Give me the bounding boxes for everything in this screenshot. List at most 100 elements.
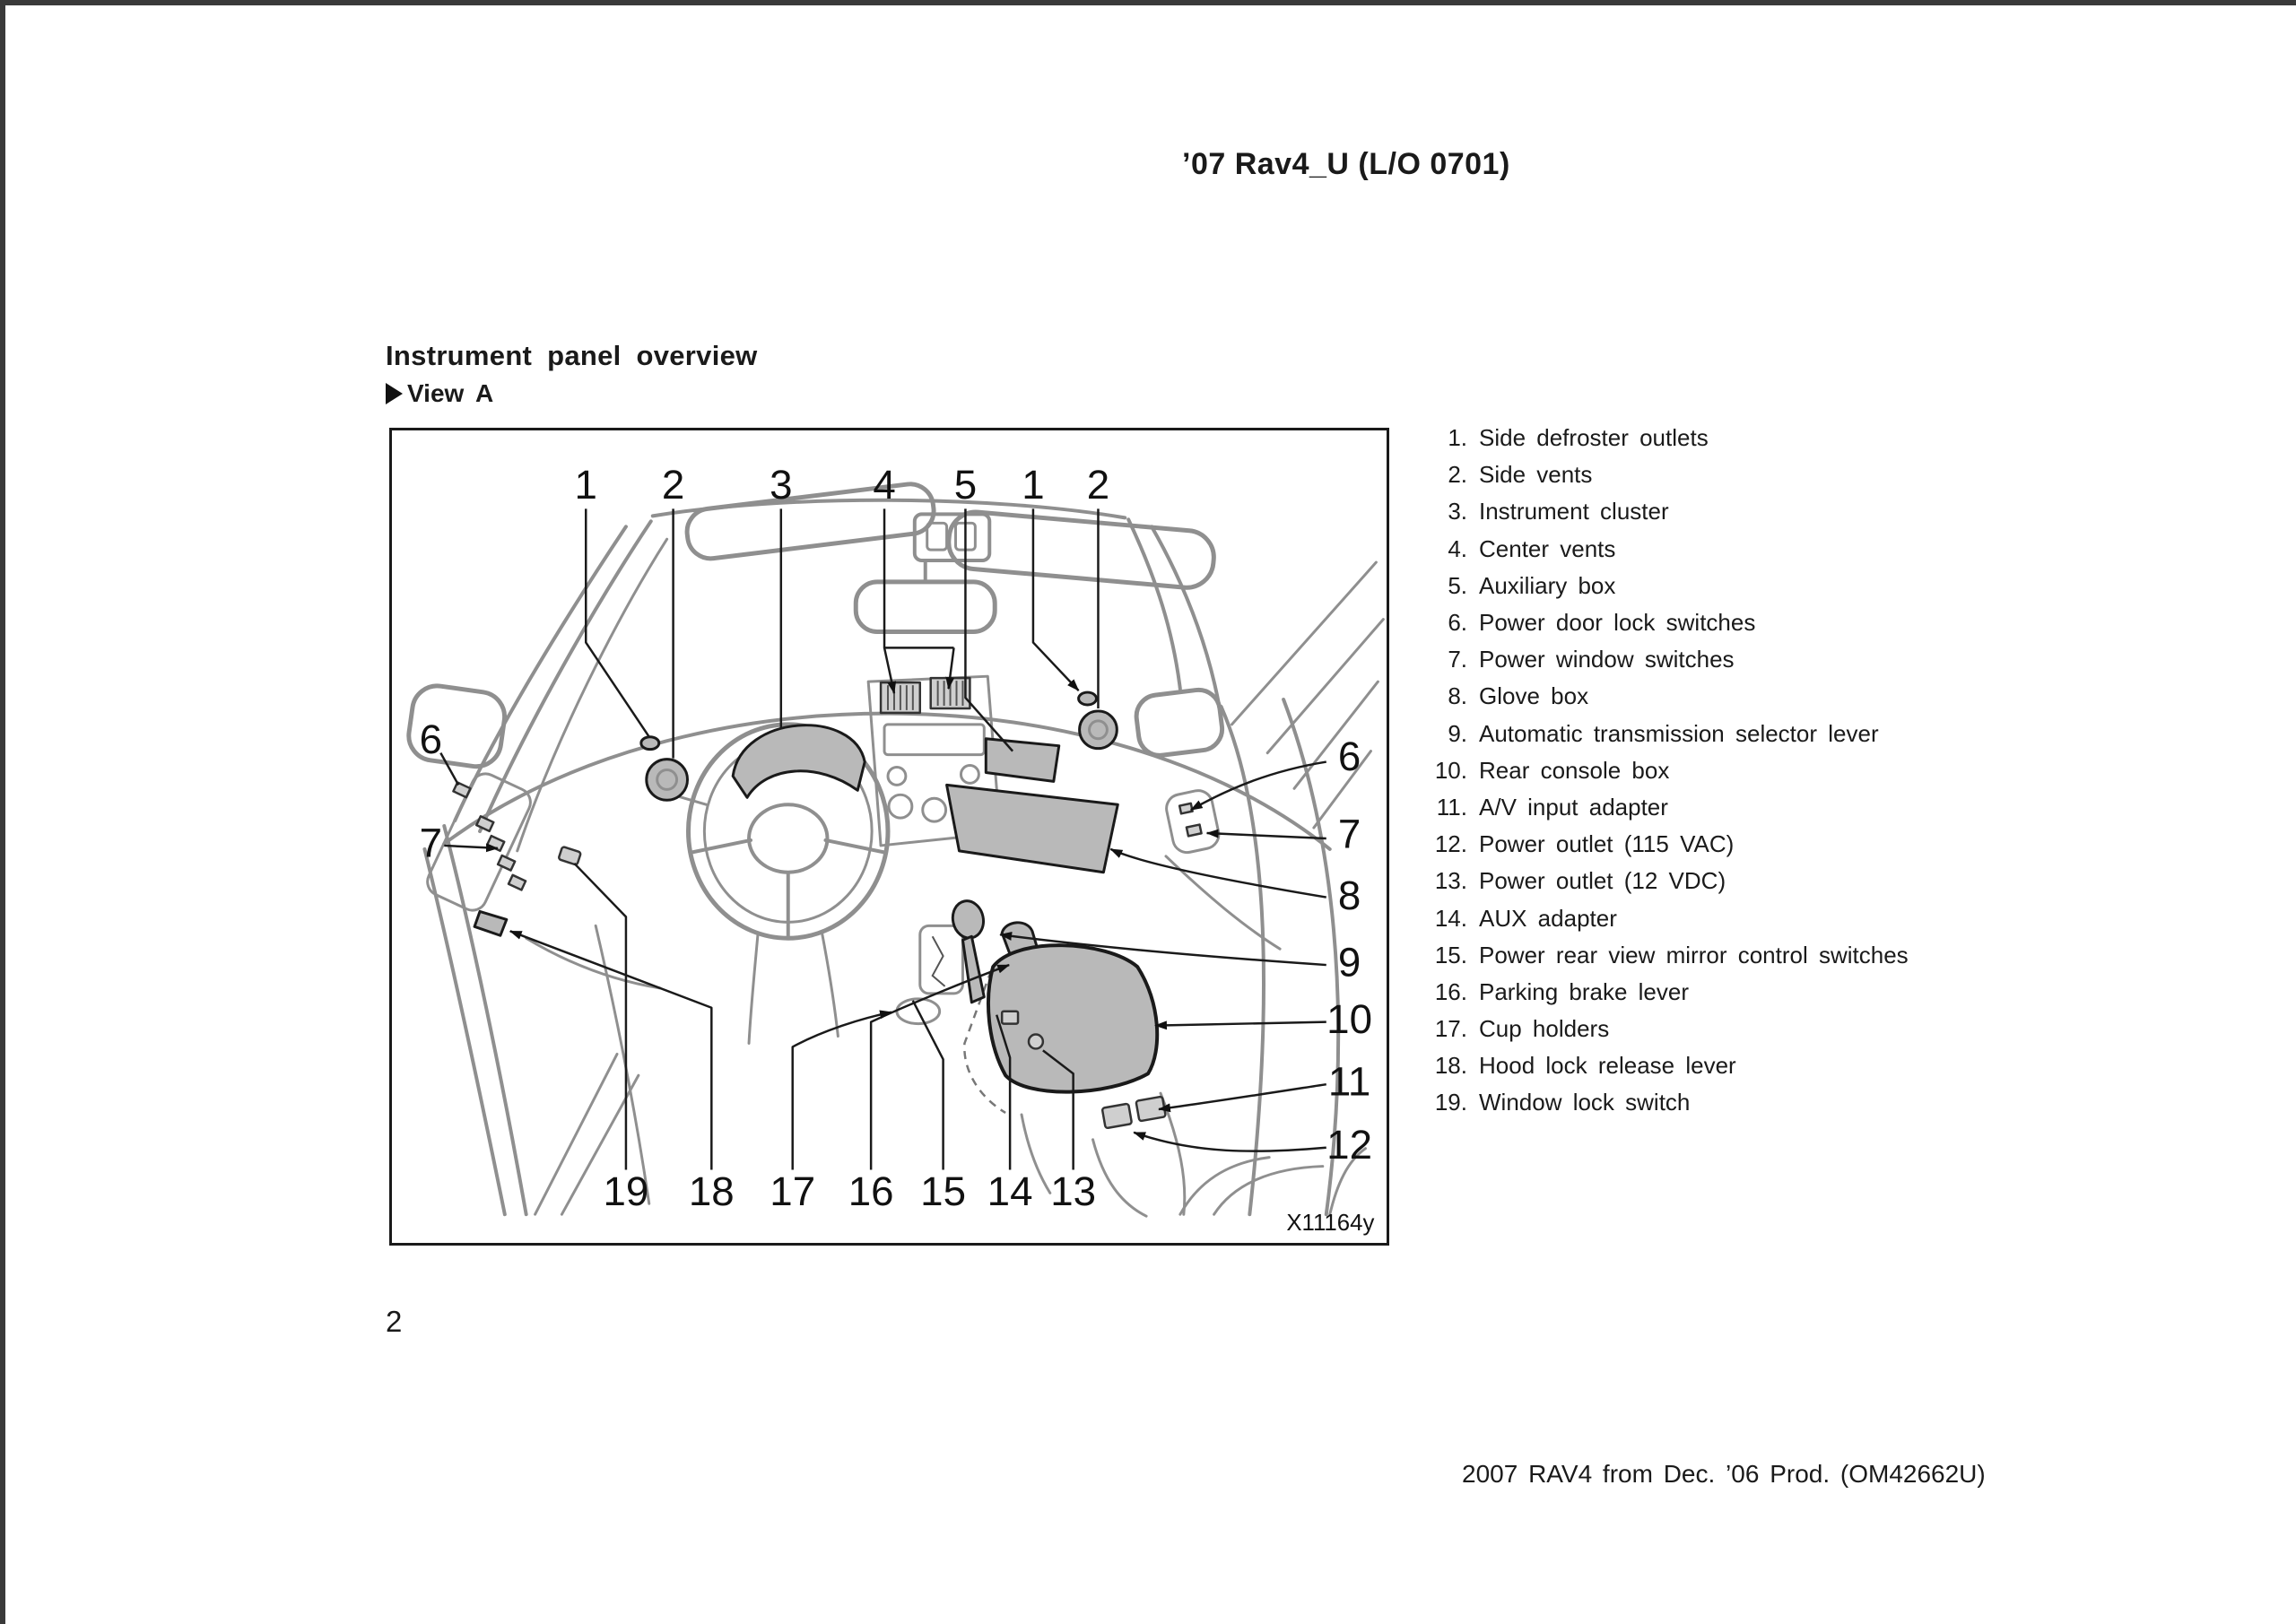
legend-item-label: Side defroster outlets	[1479, 424, 1709, 452]
diagram-callout-number: 10	[1326, 996, 1372, 1042]
scan-left-edge	[0, 0, 5, 1624]
legend-item: 13.Power outlet (12 VDC)	[1413, 863, 1909, 899]
legend-item-number: 1.	[1448, 424, 1467, 452]
legend-item: 6. Power door lock switches	[1413, 604, 1909, 641]
legend-item: 12. Power outlet (115 VAC)	[1413, 826, 1909, 863]
power-outlet-115vac	[1100, 1102, 1133, 1130]
legend-item-number: 11.	[1436, 793, 1467, 821]
door-lock-switch	[452, 781, 472, 799]
section-title: Instrument panel overview	[386, 340, 758, 371]
diagram-callout-number: 4	[873, 462, 895, 508]
legend-item: 14. AUX adapter	[1413, 899, 1909, 936]
auxiliary-box	[984, 737, 1061, 783]
legend-item-number: 9.	[1448, 719, 1467, 747]
legend-item: 10. Rear console box	[1413, 752, 1909, 789]
legend-item-number: 10.	[1434, 756, 1467, 784]
diagram-callout-number: 12	[1326, 1122, 1372, 1168]
left-side-vent	[645, 758, 689, 802]
legend-item-label: A/V input adapter	[1479, 793, 1668, 821]
diagram-callout-number: 7	[420, 820, 442, 865]
view-label: View A	[407, 379, 494, 407]
diagram-callout-number: 19	[604, 1168, 649, 1214]
legend-item-label: Window lock switch	[1479, 1089, 1691, 1116]
legend-item-label: Instrument cluster	[1479, 498, 1669, 525]
shift-gate-plate	[918, 924, 964, 995]
legend-item-number: 3.	[1448, 498, 1467, 525]
legend-item-label: Power rear view mirror control switches	[1479, 941, 1909, 968]
diagram-callout-number: 14	[987, 1168, 1033, 1214]
legend-item: 2. Side vents	[1413, 456, 1909, 493]
shaded-components	[452, 676, 1203, 1130]
legend-item-number: 12.	[1434, 830, 1467, 858]
shift-lever-knob	[951, 899, 985, 940]
rear-console-box	[987, 943, 1160, 1094]
legend-item-label: Hood lock release lever	[1479, 1052, 1736, 1080]
car-interior-art	[406, 482, 1385, 1218]
right-door-switch-panel	[1165, 789, 1221, 855]
diagram-callout-number: 3	[770, 462, 792, 508]
legend-item-label: Cup holders	[1479, 1015, 1610, 1043]
diagram-callout-number: 8	[1338, 873, 1361, 918]
legend-item-number: 8.	[1448, 682, 1467, 710]
diagram-callout-number: 17	[770, 1168, 815, 1214]
legend-item-label: Rear console box	[1479, 756, 1670, 784]
legend-item-label: Side vents	[1479, 461, 1593, 489]
diagram-callout-number: 9	[1338, 940, 1361, 986]
legend-item-label: Automatic transmission selector lever	[1479, 719, 1879, 747]
view-marker-icon	[386, 383, 403, 404]
legend-item-number: 18.	[1434, 1052, 1467, 1080]
legend-item-number: 2.	[1448, 461, 1467, 489]
figure-code-label: X11164y	[1286, 1211, 1374, 1236]
legend-item: 3. Instrument cluster	[1413, 493, 1909, 530]
legend-item: 1. Side defroster outlets	[1413, 420, 1909, 456]
footer-text: 2007 RAV4 from Dec. ’06 Prod. (OM42662U)	[1462, 1460, 1986, 1488]
legend-item-number: 7.	[1448, 646, 1467, 673]
left-sun-visor	[684, 482, 936, 561]
legend-item: 9. Automatic transmission selector lever	[1413, 716, 1909, 752]
rear-view-mirror	[853, 579, 997, 634]
right-sun-visor	[946, 509, 1216, 590]
diagram-callout-number: 18	[689, 1168, 735, 1214]
diagram-callout-number: 2	[662, 462, 684, 508]
legend-item-number: 5.	[1448, 571, 1467, 599]
diagram-callout-number: 15	[920, 1168, 966, 1214]
diagram-callout-number: 5	[954, 462, 977, 508]
power-window-switches	[475, 814, 527, 891]
legend-item-number: 17.	[1434, 1015, 1467, 1043]
power-outlet-12vdc	[1027, 1033, 1045, 1050]
legend-item-label: Power window switches	[1479, 646, 1735, 673]
legend-item: 5. Auxiliary box	[1413, 568, 1909, 604]
legend-item-number: 15.	[1434, 941, 1467, 968]
scan-top-edge	[0, 0, 2296, 5]
legend-item: 11. A/V input adapter	[1413, 789, 1909, 826]
legend-item-number: 19.	[1434, 1089, 1467, 1116]
right-side-vent	[1078, 709, 1118, 751]
legend-item-label: AUX adapter	[1479, 904, 1617, 932]
callout-leader-lines	[439, 508, 1326, 1170]
legend-item-label: Power outlet (115 VAC)	[1479, 830, 1735, 858]
legend-item-number: 14.	[1434, 904, 1467, 932]
legend-item: 19. Window lock switch	[1413, 1084, 1909, 1121]
header-title: ’07 Rav4_U (L/O 0701)	[1182, 147, 1510, 181]
legend-item-number: 4.	[1448, 534, 1467, 562]
legend-item-label: Auxiliary box	[1479, 571, 1616, 599]
diagram-callout-number: 1	[1022, 462, 1044, 508]
diagram-callout-number: 6	[420, 716, 442, 762]
legend-item: 17. Cup holders	[1413, 1011, 1909, 1047]
page-number: 2	[386, 1305, 403, 1338]
legend-item-label: Glove box	[1479, 682, 1589, 710]
legend-item-label: Parking brake lever	[1479, 977, 1689, 1005]
right-side-defroster-outlet	[1077, 690, 1098, 707]
legend-item: 16. Parking brake lever	[1413, 974, 1909, 1011]
legend-item: 15. Power rear view mirror control switch…	[1413, 937, 1909, 974]
diagram-callout-number: 16	[848, 1168, 894, 1214]
legend-item-label: Power outlet (12 VDC)	[1479, 867, 1726, 895]
legend-item-number: 6.	[1448, 609, 1467, 637]
diagram-callout-number: 11	[1328, 1059, 1370, 1105]
diagram-callout-number: 7	[1338, 812, 1361, 857]
legend-item-label: Power door lock switches	[1479, 609, 1756, 637]
legend-item-number: 16.	[1434, 977, 1467, 1005]
